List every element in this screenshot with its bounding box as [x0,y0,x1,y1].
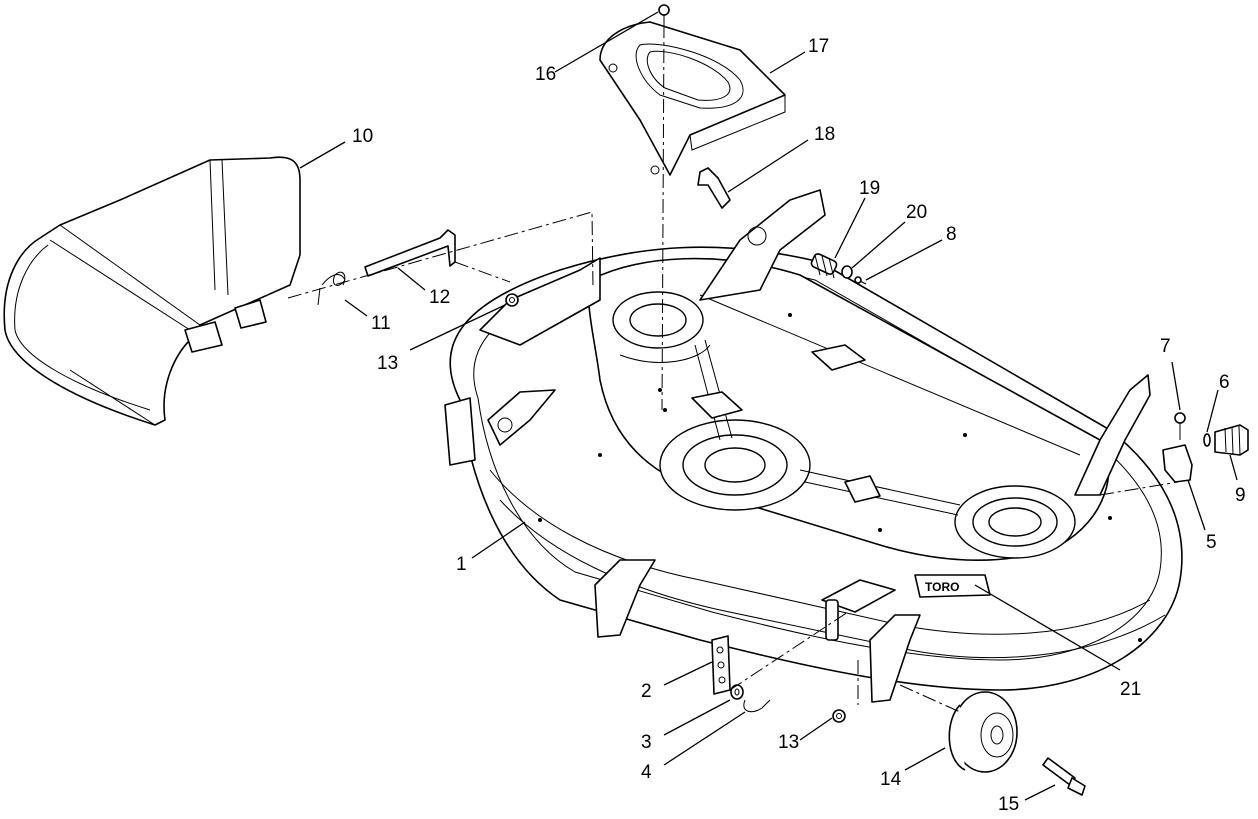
label-part-12: 12 [429,287,450,308]
label-part-19: 19 [859,178,880,199]
decal-text: TORO [925,580,959,594]
leader-lines [299,11,1238,801]
wash-port-cap [1214,424,1249,456]
label-part-20: 20 [906,202,927,223]
chute-rod [364,229,456,277]
rod-18 [697,167,731,209]
label-part-3: 3 [641,732,652,753]
label-part-10: 10 [352,126,373,147]
height-bracket [711,635,731,695]
label-part-2: 2 [641,681,652,702]
wheel-bolt [1042,757,1086,796]
label-part-13-lower: 13 [778,732,799,753]
label-part-17: 17 [808,36,829,57]
deck-housing [444,189,1183,703]
bolt-7 [1174,412,1186,440]
label-part-1: 1 [456,554,467,575]
bolt-8 [854,276,867,285]
label-part-15: 15 [998,794,1019,815]
torsion-spring [317,271,346,306]
label-part-5: 5 [1206,532,1217,553]
decal-toro: TORO [914,574,991,598]
label-part-21: 21 [1120,679,1141,700]
label-part-13-upper: 13 [377,353,398,374]
o-ring [1203,433,1211,447]
label-part-18: 18 [814,124,835,145]
bolt-16 [658,4,670,24]
label-part-8: 8 [946,224,957,245]
label-part-7: 7 [1160,336,1171,357]
washer-3 [730,684,744,700]
label-part-11: 11 [371,313,391,334]
label-part-14: 14 [880,769,902,790]
belt-cover [599,21,786,176]
label-part-4: 4 [641,762,652,783]
elbow-fitting [1162,444,1193,483]
label-part-6: 6 [1219,372,1230,393]
washer-20 [841,265,853,279]
caster-wheel [948,691,1018,773]
spring-19 [810,253,838,279]
label-part-16: 16 [535,64,556,85]
nut-13-upper [505,293,519,307]
discharge-chute [3,156,301,426]
label-part-9: 9 [1235,485,1246,506]
hair-pin [743,699,771,713]
part-labels: 1 2 3 4 5 6 7 8 9 10 11 12 13 13 14 15 1… [352,36,1246,815]
nut-13-lower [832,709,846,723]
